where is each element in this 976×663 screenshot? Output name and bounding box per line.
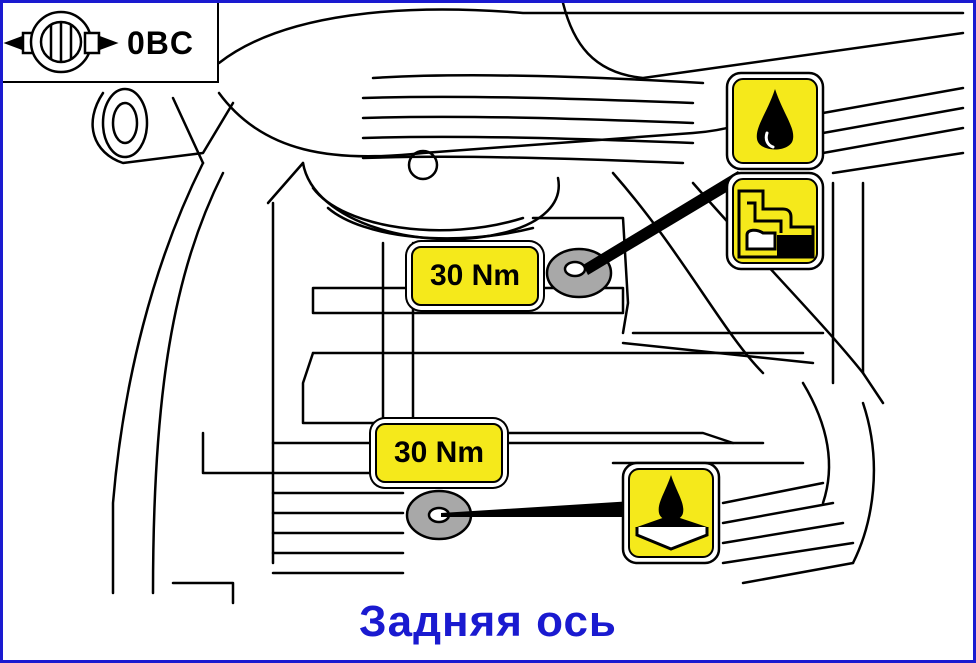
pulley — [301, 161, 560, 241]
drain-leader — [441, 501, 633, 517]
housing-outline — [217, 8, 965, 65]
fill-leader — [583, 171, 745, 275]
fill-level-icon — [725, 171, 825, 271]
caption: Задняя ось — [359, 597, 617, 646]
component-code-box: 0BC — [3, 3, 219, 83]
left-hub — [91, 91, 235, 165]
torque-label-drain-plug: 30 Nm — [375, 423, 503, 483]
torque-label-fill-plug: 30 Nm — [411, 246, 539, 306]
wrench-socket-icon — [3, 10, 119, 74]
axle-drawing — [91, 3, 965, 605]
oil-drop-icon — [725, 71, 825, 171]
component-code: 0BC — [127, 25, 195, 61]
oil-drain-icon — [621, 461, 721, 565]
